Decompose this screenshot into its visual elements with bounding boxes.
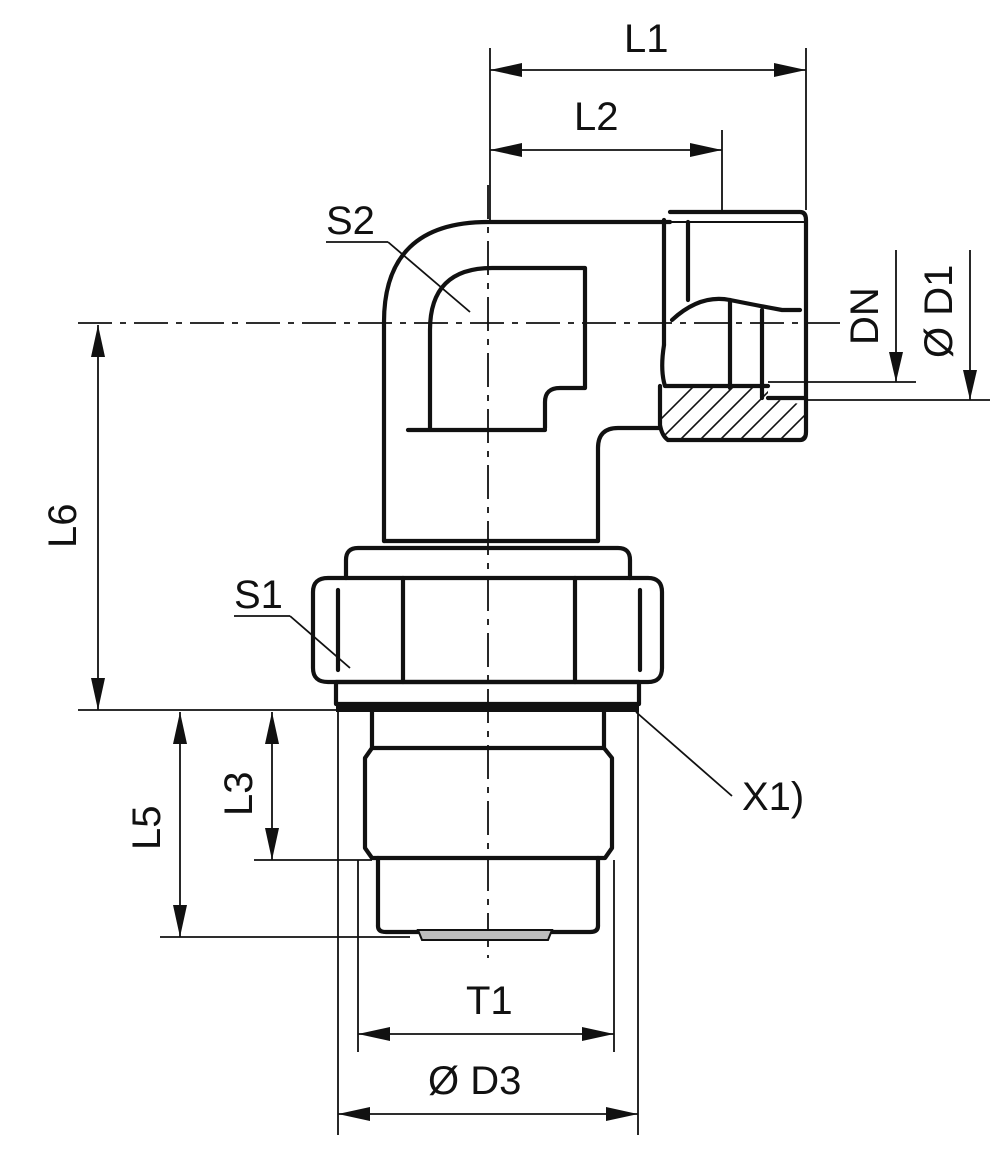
leader-S2 bbox=[326, 241, 471, 313]
label-X1: X1) bbox=[742, 775, 804, 819]
label-L3: L3 bbox=[217, 772, 261, 817]
label-L6: L6 bbox=[41, 504, 85, 549]
elbow-body bbox=[381, 219, 673, 544]
thread-stud bbox=[362, 709, 615, 941]
sealing-washer bbox=[333, 679, 642, 712]
union-collar bbox=[343, 545, 633, 581]
dimension-L1 bbox=[489, 48, 807, 220]
dimension-D3 bbox=[337, 712, 639, 1135]
dimension-L3 bbox=[254, 712, 372, 861]
threaded-port bbox=[657, 209, 809, 443]
leader-X1 bbox=[635, 711, 733, 797]
dimension-L2 bbox=[490, 130, 723, 212]
section-hatching bbox=[660, 386, 805, 440]
dimension-L6 bbox=[78, 325, 340, 711]
label-D1: Ø D1 bbox=[917, 265, 961, 358]
label-L1: L1 bbox=[624, 17, 669, 61]
label-S2: S2 bbox=[326, 199, 375, 243]
label-L2: L2 bbox=[574, 95, 619, 139]
dimension-T1 bbox=[357, 860, 615, 1052]
dimension-D1 bbox=[806, 250, 990, 401]
label-T1: T1 bbox=[466, 979, 513, 1023]
label-S1: S1 bbox=[234, 573, 283, 617]
label-DN: DN bbox=[843, 287, 887, 345]
label-L5: L5 bbox=[125, 806, 169, 851]
dimension-DN bbox=[768, 250, 916, 383]
dimension-L5 bbox=[160, 712, 410, 938]
label-D3: Ø D3 bbox=[428, 1059, 521, 1103]
leader-S1 bbox=[234, 615, 351, 669]
